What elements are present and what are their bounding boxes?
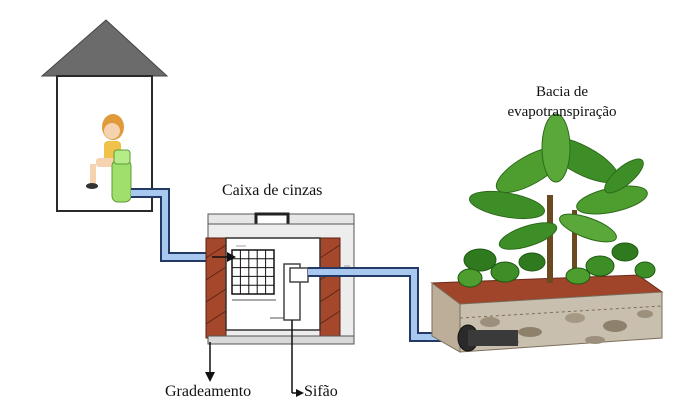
plants bbox=[457, 113, 656, 288]
basin-label-line1: Bacia de bbox=[535, 84, 589, 100]
toilet-icon bbox=[111, 159, 132, 203]
basin-label: Bacia de evapotranspiração bbox=[482, 82, 642, 122]
house-roof bbox=[40, 19, 169, 77]
basin-label-line2: evapotranspiração bbox=[507, 104, 617, 120]
box-wall-right bbox=[319, 237, 341, 339]
ash-box bbox=[205, 212, 355, 345]
box-wall-left bbox=[205, 237, 227, 339]
gradeamento-label: Gradeamento bbox=[165, 383, 252, 400]
house bbox=[40, 19, 169, 212]
person-on-toilet bbox=[86, 114, 132, 203]
grating bbox=[231, 249, 275, 295]
siphon bbox=[283, 263, 309, 321]
evapotranspiration-basin bbox=[430, 274, 664, 353]
ash-box-label: Caixa de cinzas bbox=[222, 182, 323, 199]
sifao-label: Sifão bbox=[304, 383, 338, 400]
